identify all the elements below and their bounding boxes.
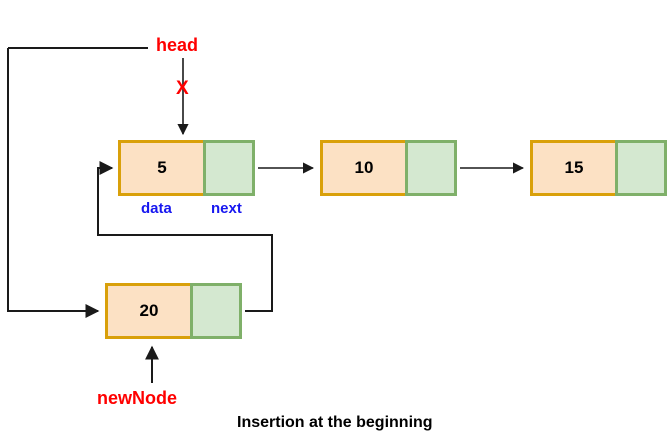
list-node-5: 5 <box>118 140 255 196</box>
head-to-newnode-wire <box>7 48 100 318</box>
data-field-label: data <box>141 200 172 217</box>
node-data-cell: 20 <box>105 283 193 339</box>
node-data-cell: 10 <box>320 140 408 196</box>
list-node-15: 15 <box>530 140 667 196</box>
node-data-cell: 5 <box>118 140 206 196</box>
node-next-cell <box>405 140 457 196</box>
node-data-cell: 15 <box>530 140 618 196</box>
next-field-label: next <box>211 200 242 217</box>
newnode-pointer-label: newNode <box>97 388 178 408</box>
node-next-cell <box>190 283 242 339</box>
list-node-20-new: 20 <box>105 283 242 339</box>
diagram-caption: Insertion at the beginning <box>237 414 433 431</box>
node-next-cell <box>203 140 255 196</box>
list-node-10: 10 <box>320 140 457 196</box>
head-pointer-label: head <box>156 35 199 55</box>
broken-link-x-icon: X <box>176 78 189 99</box>
node-next-cell <box>615 140 667 196</box>
